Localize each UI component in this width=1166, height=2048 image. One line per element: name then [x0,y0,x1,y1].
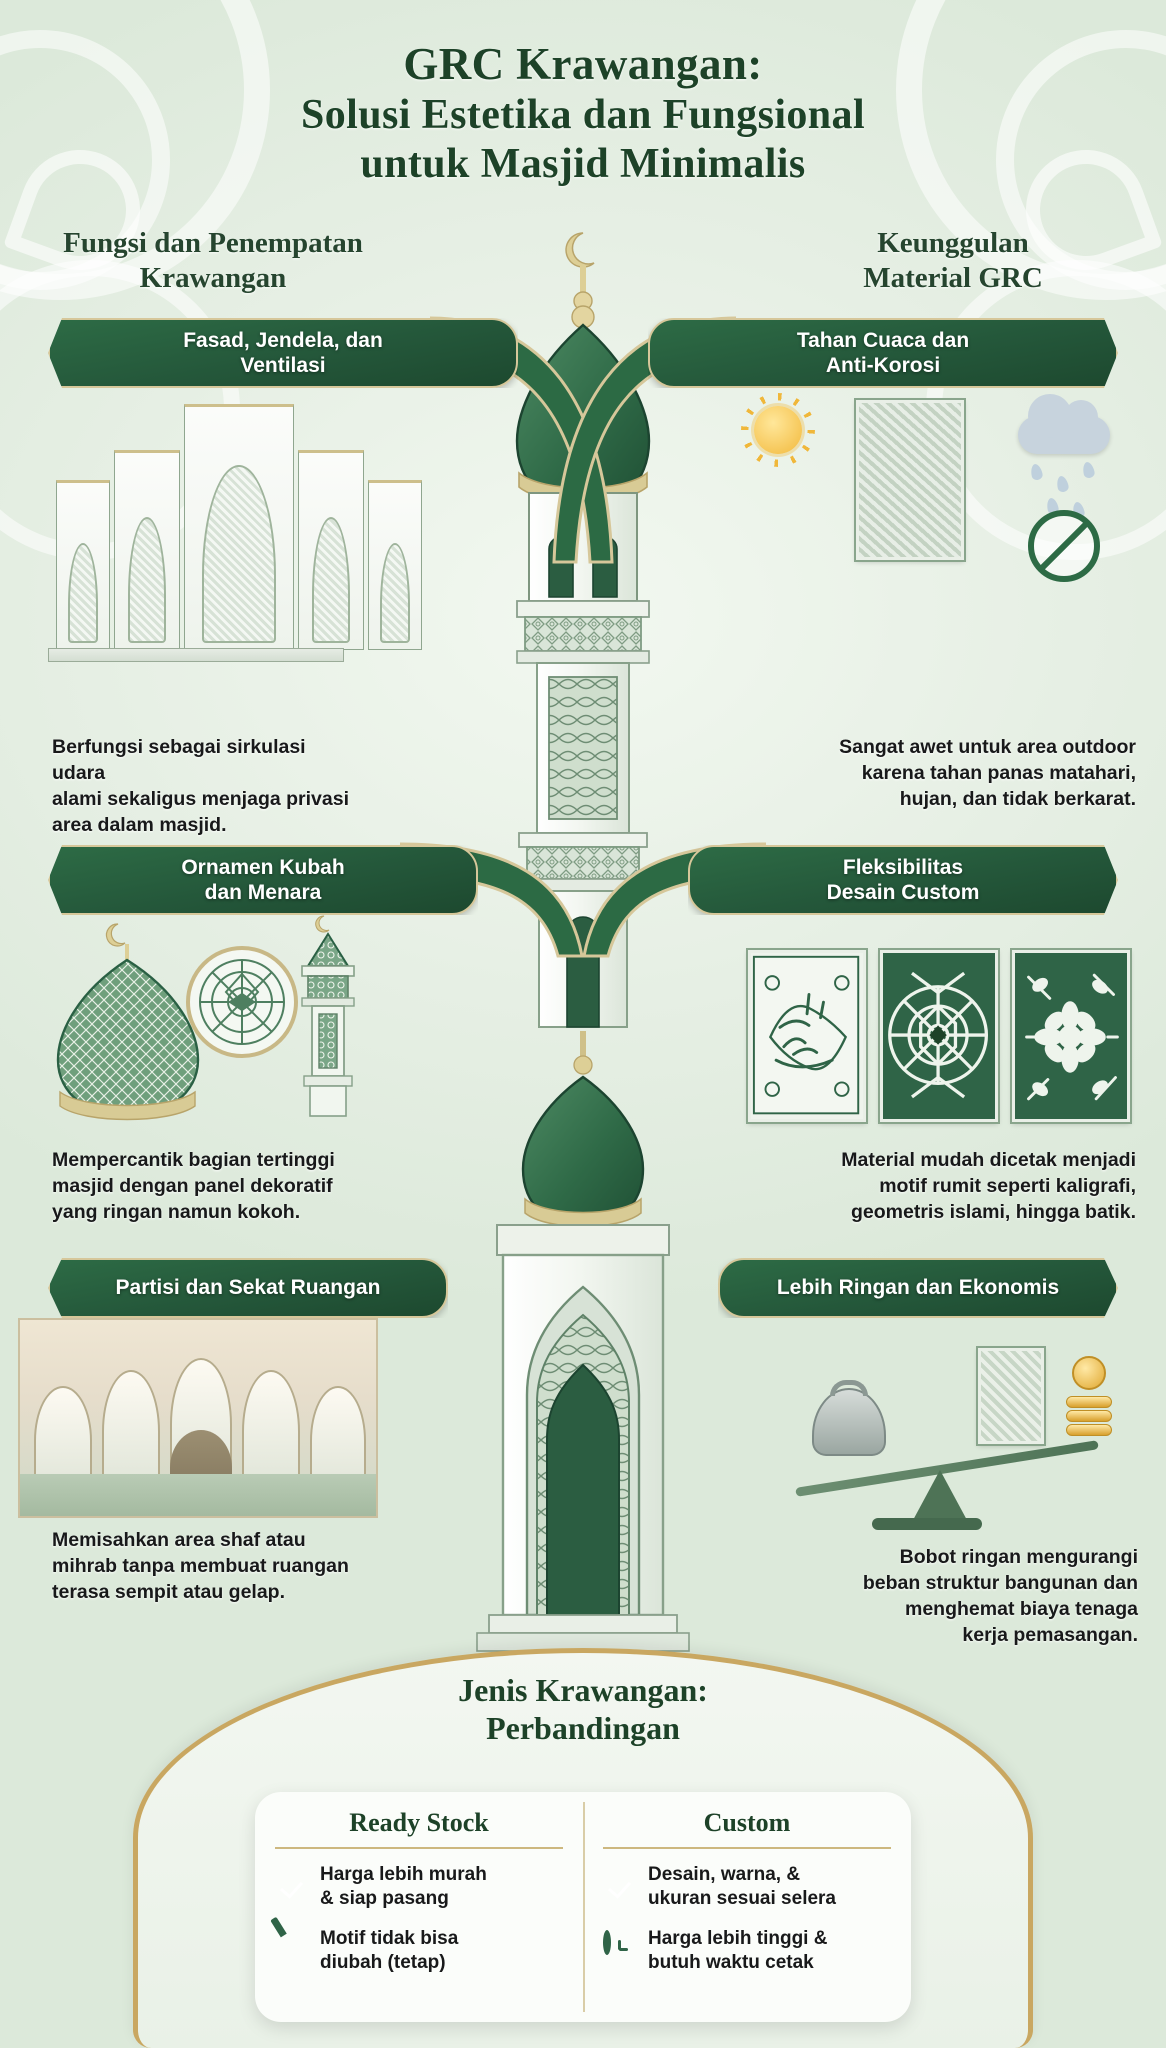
caption-tahan-cuaca: Sangat awet untuk area outdoor karena ta… [796,735,1136,813]
scale-fulcrum [912,1470,968,1522]
custom-pattern-panels-illustration [746,948,1138,1125]
comparison-item-text: Harga lebih tinggi & butuh waktu cetak [648,1927,828,1973]
sun-icon [754,406,802,454]
caption-lebih-ringan: Bobot ringan mengurangi beban struktur b… [788,1545,1138,1649]
scale-base [872,1518,982,1530]
comparison-item: Harga lebih murah & siap pasang [275,1863,563,1911]
title-line-3: untuk Masjid Minimalis [360,140,806,187]
caption-text: Mempercantik bagian tertinggi masjid den… [52,1149,335,1223]
batik-panel-icon [1010,948,1132,1124]
caption-ornamen-kubah: Mempercantik bagian tertinggi masjid den… [52,1148,362,1226]
check-circle-icon [275,1870,309,1904]
caption-fasad: Berfungsi sebagai sirkulasi udara alami … [52,735,362,839]
comparison-column-ready-stock: Ready Stock Harga lebih murah & siap pas… [255,1792,583,2022]
coin-stack-icon [1066,1396,1112,1408]
banner-label: Fasad, Jendela, dan Ventilasi [183,328,383,377]
comparison-item-text: Motif tidak bisa diubah (tetap) [320,1927,459,1973]
comparison-header-ready-stock: Ready Stock [275,1808,563,1849]
banner-label: Lebih Ringan dan Ekonomis [776,1276,1060,1300]
caption-text: Sangat awet untuk area outdoor karena ta… [839,736,1136,810]
raindrop-icon [1055,475,1070,493]
banner-label: Partisi dan Sekat Ruangan [115,1276,381,1300]
right-column-heading: Keunggulan Material GRC [863,227,1043,295]
banner-fasad-jendela-ventilasi[interactable]: Fasad, Jendela, dan Ventilasi [48,318,518,388]
banner-fleksibilitas-desain-custom[interactable]: Fleksibilitas Desain Custom [688,845,1118,915]
mosque-interior-partition-illustration [18,1318,378,1518]
comparison-item: Desain, warna, & ukuran sesuai selera [603,1863,891,1911]
geometric-panel-icon [878,948,1000,1124]
lightweight-economical-scale-illustration [760,1340,1140,1540]
caption-text: Material mudah dicetak menjadi motif rum… [841,1149,1136,1223]
comparison-header-custom: Custom [603,1808,891,1849]
calligraphy-panel-icon [746,948,868,1124]
facade-base [48,648,344,662]
document-edit-icon [275,1934,309,1968]
page-title: GRC Krawangan: Solusi Estetika dan Fungs… [0,38,1166,189]
mosque-facade-illustration [56,400,422,650]
central-minaret-illustration [433,225,733,1705]
raindrop-icon [1029,463,1044,481]
comparison-column-custom: Custom Desain, warna, & ukuran sesuai se… [583,1792,911,2022]
interior-floor [20,1474,376,1516]
caption-text: Berfungsi sebagai sirkulasi udara alami … [52,736,349,836]
caption-text: Memisahkan area shaf atau mihrab tanpa m… [52,1529,349,1603]
title-line-2: Solusi Estetika dan Fungsional [300,91,866,138]
comparison-item-text: Desain, warna, & ukuran sesuai selera [648,1864,836,1909]
grc-panel-light-icon [976,1346,1046,1446]
banner-label: Ornamen Kubah dan Menara [181,855,345,904]
check-circle-icon [603,1870,637,1904]
no-corrosion-icon [1028,510,1100,582]
banner-lebih-ringan-ekonomis[interactable]: Lebih Ringan dan Ekonomis [718,1258,1118,1318]
banner-ornamen-kubah-menara[interactable]: Ornamen Kubah dan Menara [48,845,478,915]
comparison-section: Jenis Krawangan: Perbandingan Ready Stoc… [0,1628,1166,2048]
cloud-icon [1018,394,1110,454]
weight-handle [830,1380,868,1396]
comparison-arch-panel: Jenis Krawangan: Perbandingan Ready Stoc… [133,1648,1033,2048]
banner-label: Tahan Cuaca dan Anti-Korosi [796,328,970,377]
comparison-item: Motif tidak bisa diubah (tetap) [275,1927,563,1975]
comparison-item-text: Harga lebih murah & siap pasang [320,1864,487,1909]
title-line-1: GRC Krawangan: [403,39,763,89]
heavy-weight-icon [812,1388,886,1456]
comparison-title: Jenis Krawangan: Perbandingan [458,1672,708,1747]
comparison-item: Harga lebih tinggi & butuh waktu cetak [603,1927,891,1975]
caption-fleksibilitas: Material mudah dicetak menjadi motif rum… [796,1148,1136,1226]
raindrop-icon [1081,461,1096,479]
banner-tahan-cuaca-anti-korosi[interactable]: Tahan Cuaca dan Anti-Korosi [648,318,1118,388]
clock-icon [603,1929,637,1968]
caption-text: Bobot ringan mengurangi beban struktur b… [862,1546,1138,1646]
coin-icon [1072,1356,1106,1390]
coin-stack-icon [1066,1410,1112,1422]
banner-partisi-sekat-ruangan[interactable]: Partisi dan Sekat Ruangan [48,1258,448,1318]
dome-and-minaret-illustration [56,910,376,1140]
banner-label: Fleksibilitas Desain Custom [826,855,980,904]
weather-resistance-illustration [740,392,1130,622]
grc-panel-illustration [854,398,966,562]
comparison-card: Ready Stock Harga lebih murah & siap pas… [255,1792,911,2022]
left-column-heading: Fungsi dan Penempatan Krawangan [63,227,363,295]
coin-stack-icon [1066,1424,1112,1436]
caption-partisi: Memisahkan area shaf atau mihrab tanpa m… [52,1528,370,1606]
